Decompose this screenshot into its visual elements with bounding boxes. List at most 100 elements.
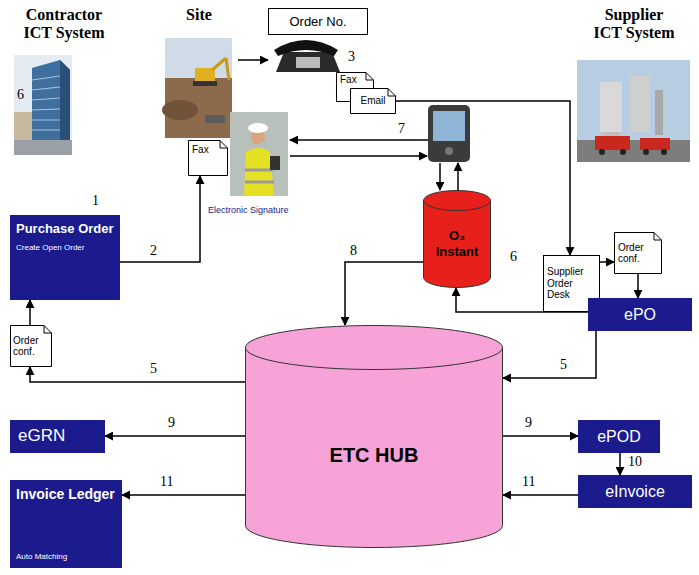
supplier-plant-photo — [577, 60, 690, 162]
node-label: Order No. — [268, 8, 368, 35]
flow-arrow — [105, 435, 245, 437]
email-document: Email — [350, 88, 396, 114]
document-fold — [654, 233, 662, 241]
node-label: eInvoice — [605, 482, 665, 501]
engineer-photo — [248, 123, 268, 133]
process-box: ePOD — [578, 420, 660, 453]
process-box: eInvoice — [578, 475, 692, 508]
contractor-building-photo — [32, 87, 60, 90]
callout-number: 6 — [510, 250, 517, 264]
signal-arrows — [457, 163, 459, 190]
person-photo: Electronic Signature — [205, 112, 305, 216]
signal-arrows — [290, 140, 458, 190]
node-label: Email — [360, 95, 385, 107]
node-label: ETC HUB — [330, 443, 419, 467]
pda-device — [428, 105, 470, 162]
supplier-plant-photo — [577, 140, 690, 162]
pda-device — [445, 147, 453, 155]
node-label: Invoice Ledger — [16, 486, 115, 503]
supplier-plant-photo — [655, 90, 663, 135]
cylinder-outline — [245, 325, 503, 548]
flow-arrow — [29, 300, 31, 325]
site-photo — [212, 58, 226, 70]
callout-number: 7 — [398, 122, 405, 136]
node-label: Supplier ICT System — [589, 6, 679, 41]
engineer-photo — [245, 181, 274, 184]
contractor-building-photo — [32, 60, 70, 140]
flow-arrow — [503, 494, 578, 496]
phone-order: Order No. — [268, 8, 368, 74]
fax-document: Fax — [188, 140, 228, 176]
callout-number: 3 — [348, 50, 355, 64]
cylinder-body — [424, 200, 491, 287]
contractor-building-photo — [14, 55, 72, 155]
contractor-building-photo — [14, 112, 32, 140]
engineer-photo — [230, 112, 288, 196]
supplier-plant-photo — [643, 149, 649, 155]
process-box: Invoice LedgerAuto Matching — [10, 480, 122, 568]
phone-icon — [274, 40, 338, 56]
engineer-photo — [244, 148, 274, 196]
step-number: 9 — [168, 416, 175, 430]
supplier-plant-photo — [577, 60, 690, 162]
flow-arrow — [30, 367, 245, 382]
node-label: Create Open Order — [16, 243, 84, 253]
document-icon: Order conf. — [614, 232, 662, 274]
supplier-plant-photo — [640, 138, 670, 150]
node-label: O₂ Instant — [431, 228, 483, 259]
flow-arrow — [503, 435, 578, 437]
contractor-building-photo — [14, 55, 72, 155]
contractor-building-photo — [32, 76, 60, 80]
document-outline — [189, 141, 228, 176]
contractor-building-photo — [32, 109, 60, 110]
supplier-plant-photo — [599, 149, 605, 155]
flow-arrow — [122, 494, 245, 496]
signal-arrows — [290, 139, 428, 141]
site-photo — [226, 58, 229, 80]
node-label: Fax — [192, 144, 209, 156]
system-photo: Supplier ICT System — [575, 6, 693, 164]
hub-cylinder: ETC HUB — [245, 325, 503, 548]
document-fold — [366, 73, 374, 81]
node-label: Supplier Order Desk — [547, 266, 596, 301]
phone-icon — [274, 40, 340, 72]
node-label: Order conf. — [618, 242, 658, 265]
step-number: 5 — [150, 362, 157, 376]
site-photo — [162, 100, 198, 120]
document-fold — [388, 89, 396, 97]
node-label: Electronic Signature — [208, 205, 289, 216]
supplier-plant-photo — [595, 136, 630, 150]
node-label: ePO — [624, 305, 656, 324]
supplier-plant-photo — [630, 76, 650, 132]
flow-arrow — [619, 453, 621, 475]
cylinder-top — [246, 326, 503, 370]
phone-icon — [296, 57, 320, 68]
system-photo: Contractor ICT System — [8, 6, 120, 158]
node-label: Order conf. — [13, 335, 49, 358]
document-fold — [220, 141, 228, 149]
supplier-plant-photo — [600, 82, 622, 132]
contractor-building-photo — [60, 60, 70, 140]
engineer-photo — [245, 169, 273, 172]
flow-arrow — [238, 59, 268, 61]
document-outline — [11, 326, 52, 367]
contractor-building-photo — [32, 120, 60, 121]
document-outline — [615, 233, 662, 274]
cylinder-top — [424, 191, 491, 211]
pda-device — [433, 111, 465, 141]
cylinder-body — [246, 347, 503, 548]
contractor-building-photo — [14, 140, 72, 155]
database-cylinder: O₂ Instant — [423, 190, 491, 288]
flow-arrow — [503, 331, 596, 378]
step-number: 10 — [628, 455, 642, 469]
process-box: Purchase OrderCreate Open Order — [10, 215, 120, 300]
process-box: ePO — [588, 298, 692, 331]
step-number: 8 — [350, 244, 357, 258]
node-label: Auto Matching — [16, 552, 67, 562]
document-icon: Order conf. — [10, 325, 52, 367]
site-photo: Site — [160, 6, 238, 140]
callout-number: 1 — [92, 194, 99, 208]
site-photo — [205, 115, 225, 123]
step-number: 5 — [560, 358, 567, 372]
